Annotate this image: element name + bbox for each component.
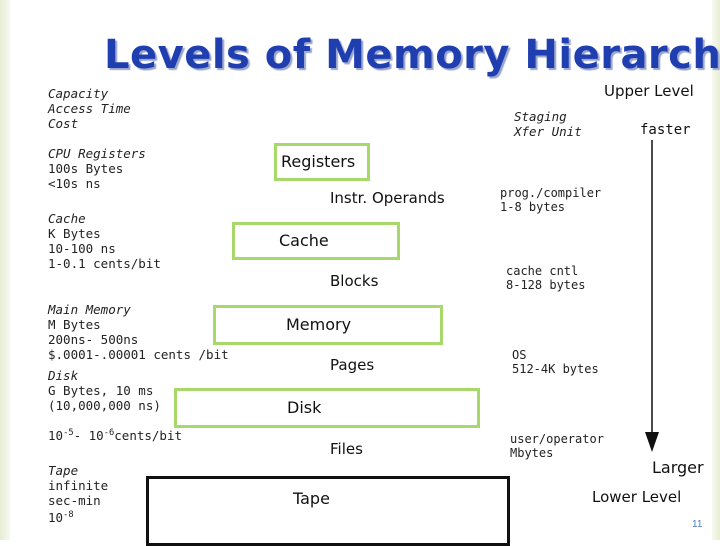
tape-cost-exp: -8 [63,510,74,520]
tape-cost: 10-8 [48,508,108,525]
tape-name: Tape [48,463,79,478]
right-decor-bar [712,0,720,540]
cpu-time: <10s ns [48,176,101,191]
faster-label: faster [640,122,691,138]
cache-box: Cache [232,222,400,260]
lower-level-label: Lower Level [592,488,682,506]
disk-note: Disk G Bytes, 10 ms (10,000,000 ns) [48,368,161,413]
main-capacity: M Bytes [48,317,101,332]
staging-unit-memory-disk: OS 512-4K bytes [512,348,599,376]
left-decor-bar [0,0,10,540]
disk-cost-base: 10 [48,428,64,444]
registers-label: Registers [281,152,356,171]
main-name: Main Memory [48,302,131,317]
disk-cost-exp2: -6 [103,428,115,438]
staging-unit-regs-cache: prog./compiler 1-8 bytes [500,186,602,214]
transfer-pages: Pages [330,356,375,374]
main-cost: $.0001-.00001 cents /bit [48,347,229,362]
upper-level-label: Upper Level [604,82,694,100]
cache-time: 10-100 ns [48,241,116,256]
cache-name: Cache [48,211,86,226]
transfer-instr-operands: Instr. Operands [330,189,445,207]
disk-cost-exp1: -5 [63,428,74,438]
tape-time: sec-min [48,493,101,508]
cpu-registers-note: CPU Registers 100s Bytes <10s ns [48,146,146,191]
tape-capacity: infinite [48,478,109,493]
cpu-name: CPU Registers [48,146,146,161]
page-number: 11 [692,519,703,530]
main-memory-note: Main Memory M Bytes 200ns- 500ns $.0001-… [48,302,229,362]
disk-capacity: G Bytes, 10 ms [48,383,154,398]
hierarchy-arrow-icon [645,140,659,452]
staging-unit-disk-tape: user/operator Mbytes [510,432,604,460]
cache-note: Cache K Bytes 10-100 ns 1-0.1 cents/bit [48,211,161,271]
larger-label: Larger [652,458,704,477]
disk-label: Disk [287,398,322,417]
left-header-note: Capacity Access Time Cost [48,86,131,131]
disk-cost-note: 10-5- 10-6cents/bit [48,424,182,445]
disk-name: Disk [48,368,79,383]
memory-label: Memory [286,315,352,334]
transfer-blocks: Blocks [330,272,379,290]
disk-box: Disk [174,388,480,428]
tape-label: Tape [293,489,330,508]
disk-time: (10,000,000 ns) [48,398,161,413]
disk-cost-sep: - 10 [73,428,104,444]
transfer-files: Files [330,440,363,458]
cpu-capacity: 100s Bytes [48,161,124,176]
main-time: 200ns- 500ns [48,332,139,347]
cache-label: Cache [279,231,329,250]
tape-note: Tape infinite sec-min 10-8 [48,463,108,525]
cache-cost: 1-0.1 cents/bit [48,256,161,271]
registers-box: Registers [274,143,370,181]
slide-title: Levels of Memory Hierarchy [104,32,720,78]
tape-cost-base: 10 [48,510,64,526]
staging-unit-cache-memory: cache cntl 8-128 bytes [506,264,586,292]
staging-header: Staging Xfer Unit [514,109,582,139]
tape-box: Tape [146,476,510,546]
memory-box: Memory [213,305,443,345]
disk-cost-unit: cents/bit [114,428,182,444]
cache-capacity: K Bytes [48,226,101,241]
